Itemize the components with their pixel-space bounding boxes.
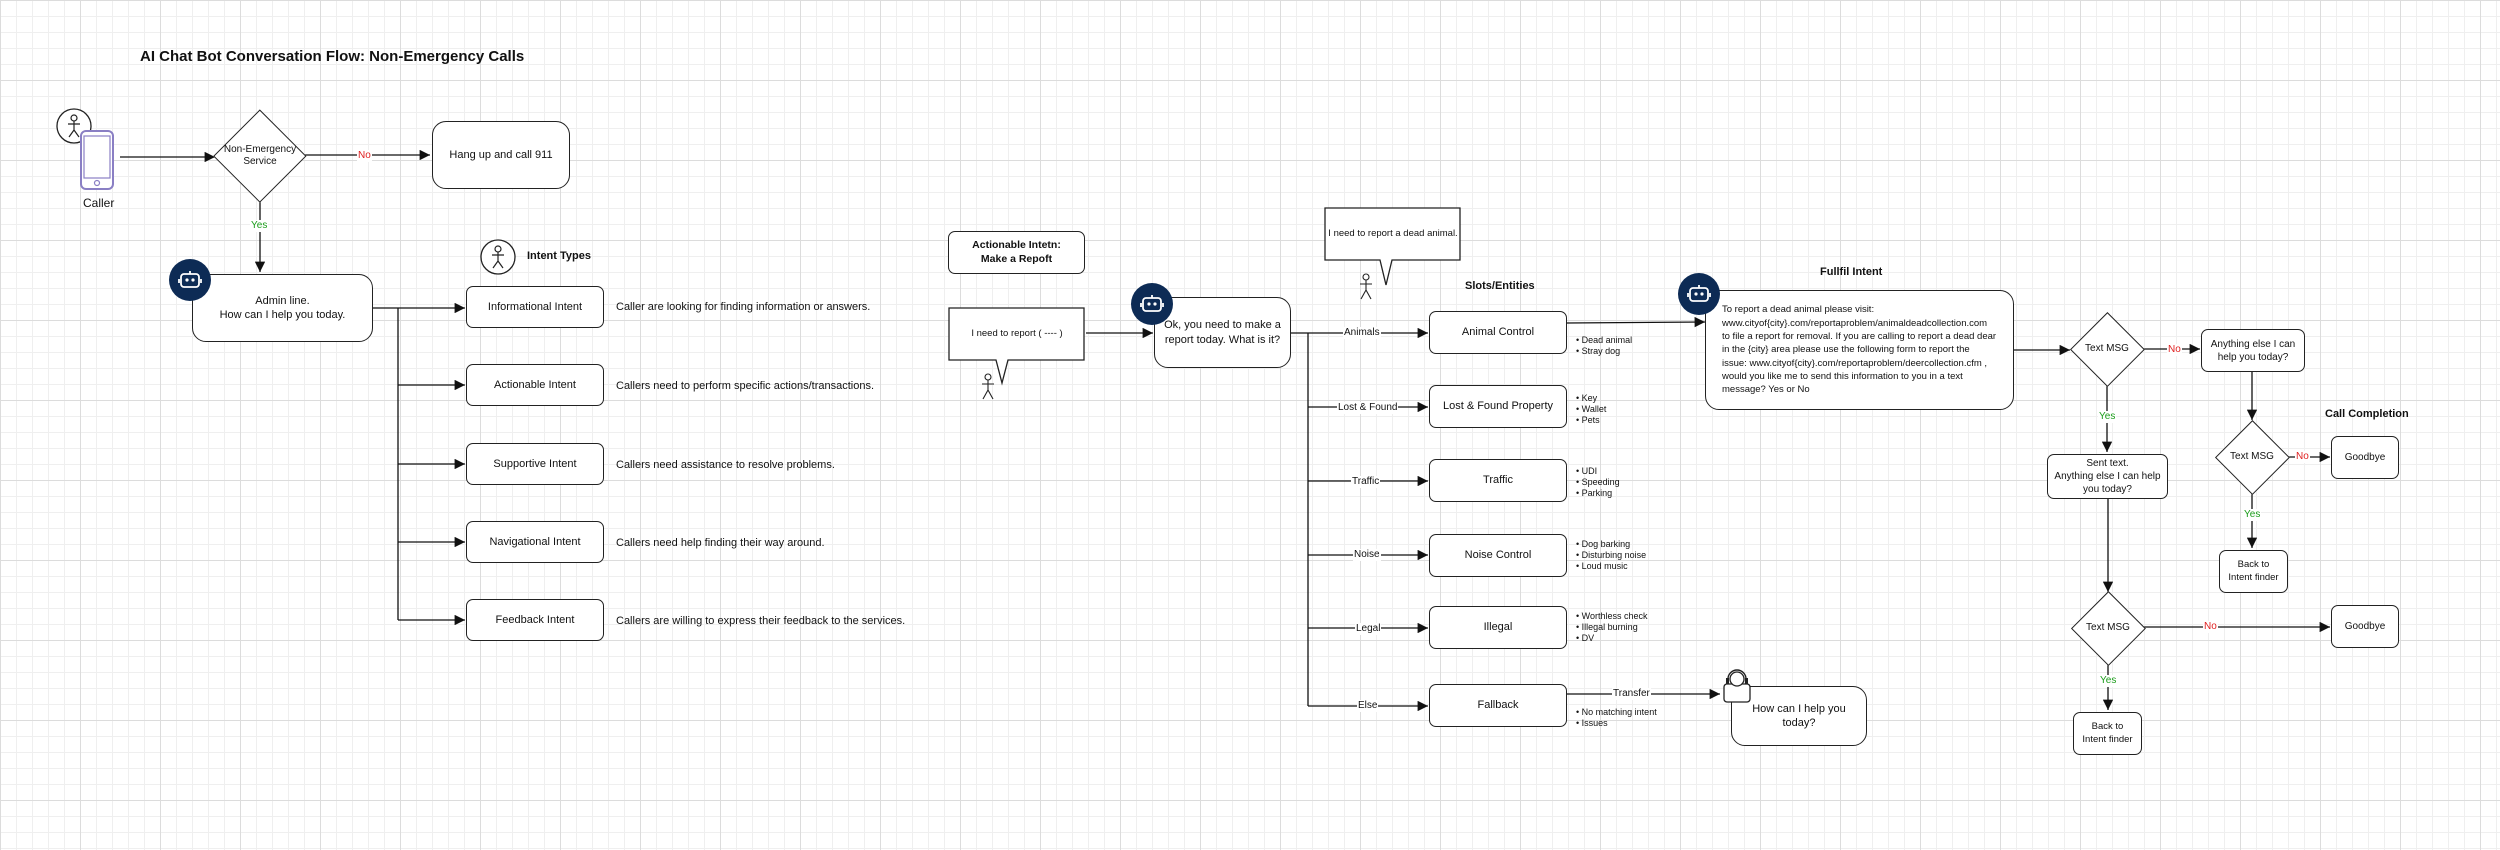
entity-item: Pets: [1576, 415, 1606, 426]
goodbye-box: Goodbye: [2331, 436, 2399, 479]
fulfill-response-box: To report a dead animal please visit: ww…: [1705, 290, 2014, 410]
decision-text-msg: Text MSG: [2072, 592, 2144, 664]
edge-label-animals: Animals: [1343, 327, 1381, 339]
intent-box-informational: Informational Intent: [466, 286, 604, 328]
edge-label-traffic: Traffic: [1351, 476, 1381, 488]
slot-box-animal-control: Animal Control: [1429, 311, 1567, 354]
intent-desc-navigational: Callers need help finding their way arou…: [616, 537, 825, 549]
intent-desc-feedback: Callers are willing to express their fee…: [616, 615, 906, 627]
slot-entities-lost-found: Key Wallet Pets: [1576, 393, 1607, 426]
entity-item: Dog barking: [1576, 539, 1646, 550]
entity-item: Wallet: [1576, 404, 1607, 415]
entity-item: Key: [1576, 393, 1606, 404]
edge-no-label: No: [2295, 451, 2310, 463]
slot-entities-noise-control: Dog barking Disturbing noise Loud music: [1576, 539, 1647, 572]
slot-box-noise-control: Noise Control: [1429, 534, 1567, 577]
decision-non-emergency: Non-Emergency Service: [215, 111, 305, 201]
stick-figure-icon: [980, 373, 996, 406]
decision-label: Non-Emergency Service: [223, 143, 297, 168]
actionable-intent-box: Actionable Intetn: Make a Repoft: [948, 231, 1085, 274]
entity-item: Worthless check: [1576, 611, 1648, 622]
edge-label-else: Else: [1357, 700, 1379, 712]
slot-box-illegal: Illegal: [1429, 606, 1567, 649]
entity-item: UDI: [1576, 466, 1620, 477]
edge-yes-label: Yes: [250, 220, 269, 232]
decision-label: Text MSG: [2230, 450, 2274, 462]
decision-text-msg: Text MSG: [2071, 313, 2143, 385]
entity-item: DV: [1576, 633, 1648, 644]
edge-yes-label: Yes: [2099, 675, 2118, 687]
edge-label-lost-found: Lost & Found: [1337, 402, 1399, 414]
stick-figure-icon: [1358, 273, 1374, 306]
hang-up-box: Hang up and call 911: [432, 121, 570, 189]
bot-report-prompt-box: Ok, you need to make a report today. Wha…: [1154, 297, 1291, 368]
edge-yes-label: Yes: [2098, 411, 2117, 423]
agent-headset-icon: [1720, 666, 1754, 709]
entity-item: No matching intent: [1576, 707, 1657, 718]
edge-label-noise: Noise: [1353, 549, 1381, 561]
entity-item: Illegal burning: [1576, 622, 1648, 633]
slot-box-lost-found: Lost & Found Property: [1429, 385, 1567, 428]
entity-item: Issues: [1576, 718, 1657, 729]
slots-heading: Slots/Entities: [1465, 280, 1535, 292]
speech-bubble: [1324, 207, 1461, 286]
back-to-intent-box: Back to Intent finder: [2073, 712, 2142, 755]
intent-box-actionable: Actionable Intent: [466, 364, 604, 406]
edge-yes-label: Yes: [2243, 509, 2262, 521]
intent-desc-supportive: Callers need assistance to resolve probl…: [616, 459, 835, 471]
admin-line-box: Admin line. How can I help you today.: [192, 274, 373, 342]
call-completion-heading: Call Completion: [2325, 408, 2409, 420]
slot-box-traffic: Traffic: [1429, 459, 1567, 502]
decision-label: Text MSG: [2086, 621, 2130, 633]
intent-desc-informational: Caller are looking for finding informati…: [616, 301, 871, 313]
back-to-intent-box: Back to Intent finder: [2219, 550, 2288, 593]
diagram-title: AI Chat Bot Conversation Flow: Non-Emerg…: [140, 48, 525, 65]
dead-animal-bubble: I need to report a dead animal.: [1328, 227, 1458, 239]
bot-icon: [1678, 273, 1720, 315]
bot-icon: [1131, 283, 1173, 325]
edge-no-label: No: [357, 150, 372, 162]
entity-item: Stray dog: [1576, 346, 1632, 357]
speech-bubble: [948, 307, 1085, 386]
edge-label-transfer: Transfer: [1612, 688, 1651, 700]
slot-entities-illegal: Worthless check Illegal burning DV: [1576, 611, 1648, 644]
slot-entities-animal-control: Dead animal Stray dog: [1576, 335, 1633, 357]
edge-no-label: No: [2167, 344, 2182, 356]
entity-item: Disturbing noise: [1576, 550, 1647, 561]
agent-prompt-box: How can I help you today?: [1731, 686, 1867, 746]
intent-box-feedback: Feedback Intent: [466, 599, 604, 641]
slot-box-fallback: Fallback: [1429, 684, 1567, 727]
intent-desc-actionable: Callers need to perform specific actions…: [616, 380, 875, 392]
slot-entities-traffic: UDI Speeding Parking: [1576, 466, 1620, 499]
person-icon: [480, 239, 516, 280]
caller-report-bubble: I need to report ( ---- ): [971, 327, 1063, 339]
decision-text-msg: Text MSG: [2216, 421, 2288, 493]
fulfill-heading: Fullfil Intent: [1820, 266, 1883, 278]
caller-label: Caller: [83, 196, 115, 210]
goodbye-box: Goodbye: [2331, 605, 2399, 648]
decision-label: Text MSG: [2085, 342, 2129, 354]
edge-label-legal: Legal: [1355, 623, 1382, 635]
intent-box-supportive: Supportive Intent: [466, 443, 604, 485]
slot-entities-fallback: No matching intent Issues: [1576, 707, 1657, 729]
anything-else-box: Anything else I can help you today?: [2201, 329, 2305, 372]
bot-icon: [169, 259, 211, 301]
phone-icon: [80, 130, 114, 195]
intent-types-heading: Intent Types: [527, 250, 591, 262]
entity-item: Dead animal: [1576, 335, 1633, 346]
entity-item: Loud music: [1576, 561, 1646, 572]
entity-item: Parking: [1576, 488, 1620, 499]
sent-text-box: Sent text. Anything else I can help you …: [2047, 454, 2168, 499]
edge-no-label: No: [2203, 621, 2218, 633]
entity-item: Speeding: [1576, 477, 1620, 488]
intent-box-navigational: Navigational Intent: [466, 521, 604, 563]
